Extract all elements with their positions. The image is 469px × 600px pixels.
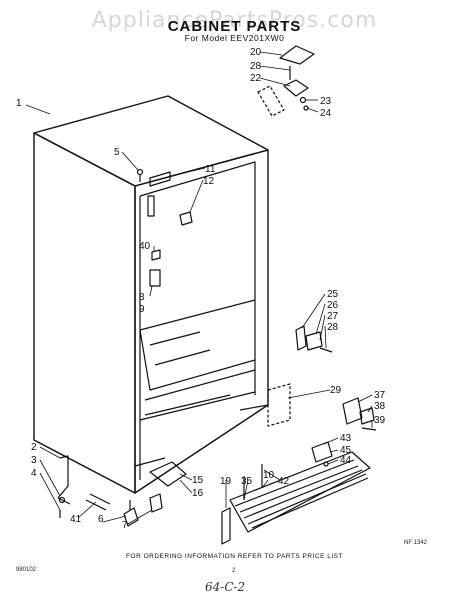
callout-25: 25 — [327, 289, 339, 300]
callout-2: 2 — [31, 442, 37, 453]
diagram-subtitle: For Model EEV201XW0 — [184, 33, 285, 43]
callout-39: 39 — [374, 415, 386, 426]
callout-23: 23 — [320, 96, 332, 107]
callout-11: 11 — [205, 164, 216, 175]
callout-41: 41 — [70, 514, 82, 525]
callout-1: 1 — [16, 98, 22, 109]
page-number: 2 — [232, 568, 236, 574]
callout-45: 45 — [340, 445, 352, 456]
watermark: AppliancePartsPros.com — [91, 8, 378, 33]
callout-28-top: 28 — [250, 61, 262, 72]
callout-15: 15 — [192, 475, 204, 486]
callout-44: 44 — [340, 455, 352, 466]
callout-20: 20 — [250, 47, 262, 58]
callout-29: 29 — [330, 385, 342, 396]
top-hinge-assembly — [257, 45, 315, 117]
callout-37: 37 — [374, 390, 386, 401]
callout-12: 12 — [203, 176, 215, 187]
callout-6: 6 — [98, 514, 104, 525]
inner-parts — [136, 168, 193, 287]
callout-4: 4 — [31, 468, 37, 479]
callout-10: 10 — [263, 470, 275, 481]
bottom-left-parts — [57, 455, 187, 527]
right-hinge-assembly — [267, 325, 377, 467]
drawing-code: NF 1342 — [404, 540, 428, 546]
leader-lines — [25, 51, 373, 525]
document-code: 980102 — [16, 567, 37, 573]
callout-27: 27 — [327, 311, 339, 322]
handwritten-note: 64-C-2 — [205, 580, 246, 594]
diagram-title: CABINET PARTS — [167, 18, 302, 35]
callout-5: 5 — [114, 147, 120, 158]
cabinet-shell — [33, 95, 269, 494]
callout-labels: 1 2 3 4 5 6 7 8 9 10 11 12 15 16 19 20 2… — [16, 47, 386, 531]
callout-35: 35 — [241, 476, 253, 487]
callout-40: 40 — [139, 241, 151, 252]
callout-43: 43 — [340, 433, 352, 444]
callout-7: 7 — [122, 520, 128, 531]
callout-9: 9 — [139, 304, 145, 315]
ordering-note: FOR ORDERING INFORMATION REFER TO PARTS … — [126, 553, 343, 560]
callout-19: 19 — [220, 476, 232, 487]
callout-3: 3 — [31, 455, 37, 466]
callout-42: 42 — [278, 476, 290, 487]
callout-28-side: 28 — [327, 322, 339, 333]
callout-24: 24 — [320, 108, 332, 119]
callout-38: 38 — [374, 401, 386, 412]
toe-grille — [221, 451, 371, 545]
callout-26: 26 — [327, 300, 339, 311]
callout-22: 22 — [250, 73, 262, 84]
callout-8: 8 — [139, 292, 145, 303]
callout-16: 16 — [192, 488, 204, 499]
